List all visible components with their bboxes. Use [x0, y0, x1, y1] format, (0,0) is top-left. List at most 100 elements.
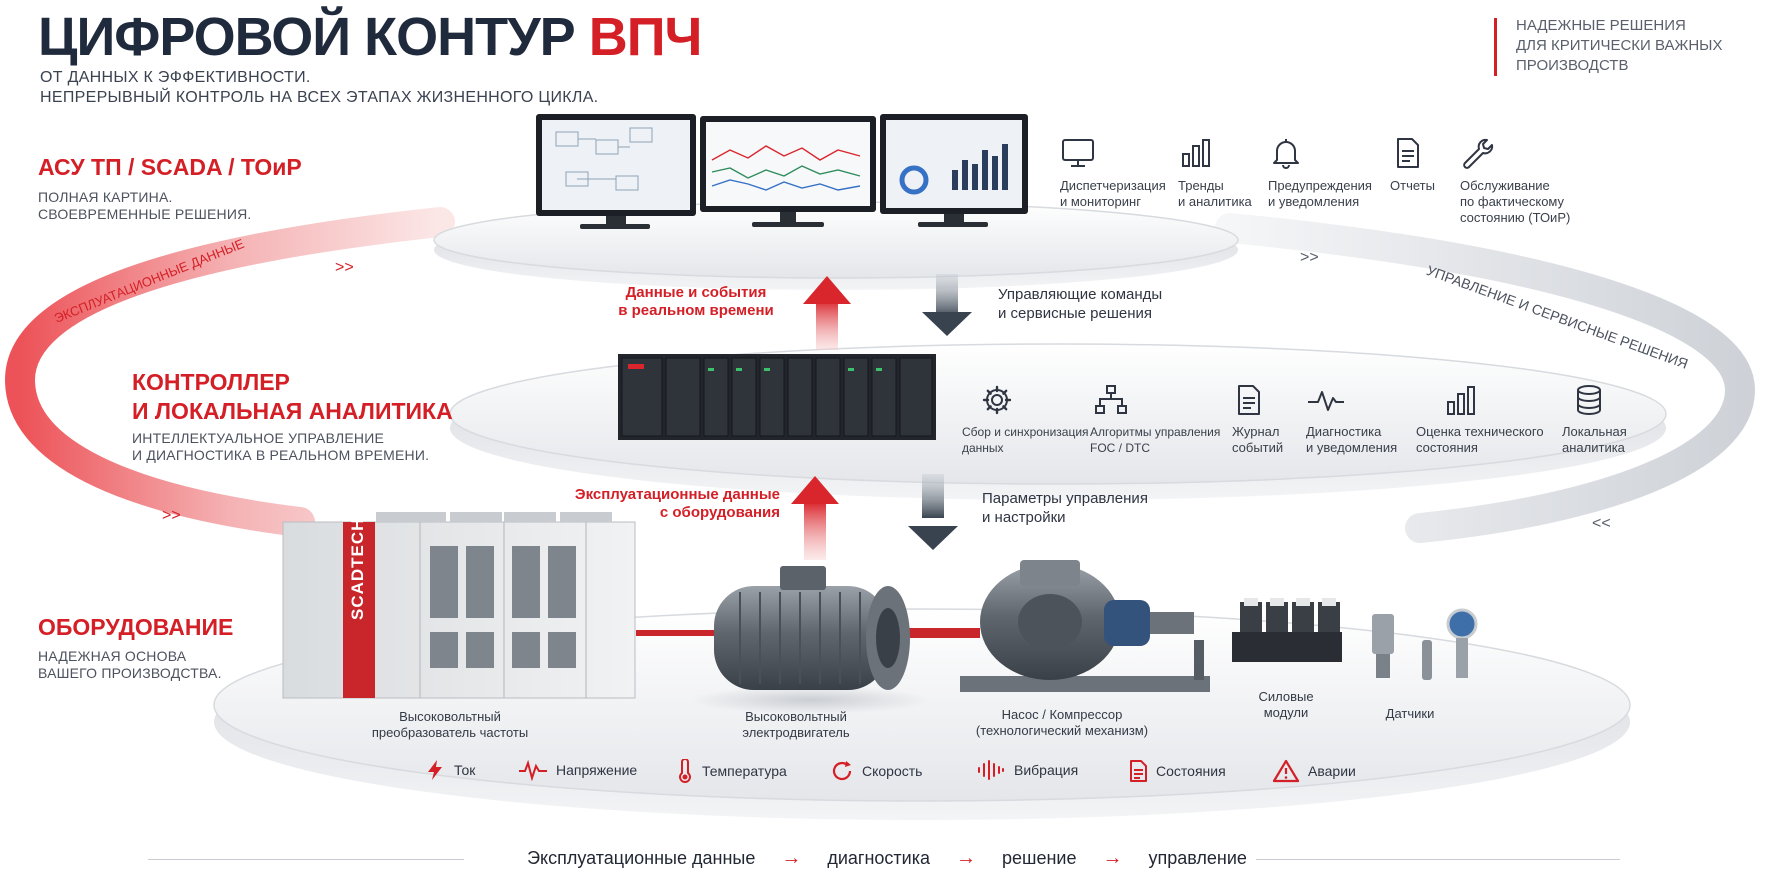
equipment-label-power-modules: Силовые модули: [1258, 689, 1314, 720]
controller-feature-label: Оценка технического состояния: [1416, 424, 1544, 455]
scada-feature-reports: Отчеты: [1390, 136, 1435, 194]
signal-label: Аварии: [1308, 763, 1356, 779]
scada-feature-label: Обслуживание по фактическому состоянию (…: [1460, 178, 1571, 225]
signal-label: Вибрация: [1014, 762, 1079, 778]
controller-feature-label: Локальная аналитика: [1562, 424, 1627, 455]
controller-feature-local-analytics: Локальная аналитика: [1562, 384, 1627, 456]
controller-feature-condition: Оценка технического состояния: [1416, 384, 1544, 456]
signal-temperature: Температура: [676, 759, 787, 783]
value-chain: Эксплуатационные данные → диагностика → …: [0, 847, 1774, 870]
database-icon: [1577, 385, 1601, 415]
ring-chevrons: >>: [1300, 249, 1319, 266]
coupling-shaft: [900, 628, 980, 638]
signal-label: Ток: [454, 762, 476, 778]
page-title: ЦИФРОВОЙ КОНТУР ВПЧ: [38, 7, 702, 67]
up-arrow-top: [803, 276, 851, 350]
chain-step-data: Эксплуатационные данные: [527, 848, 756, 868]
vibration-icon: [978, 760, 1004, 780]
down-arrow-top: [922, 274, 972, 336]
chain-arrow-icon: →: [1102, 847, 1123, 869]
monitor-icon: [1062, 139, 1094, 167]
level-title-controller: КОНТРОЛЛЕР И ЛОКАЛЬНАЯ АНАЛИТИКА: [132, 369, 453, 424]
chain-arrow-icon: →: [956, 847, 977, 869]
bell-icon: [1273, 139, 1299, 169]
warning-icon: [1272, 759, 1300, 783]
scada-feature-monitoring: Диспетчеризация и мониторинг: [1060, 136, 1166, 210]
pulse-icon: [1308, 391, 1344, 411]
ring-chevrons: >>: [162, 507, 181, 524]
signal-voltage: Напряжение: [518, 759, 637, 781]
power-cable: [636, 630, 716, 636]
signal-label: Скорость: [862, 763, 923, 779]
scada-monitors: [536, 114, 1028, 229]
ring-chevrons: <<: [1592, 515, 1611, 532]
thermometer-icon: [679, 759, 691, 783]
equipment-label-sensors: Датчики: [1385, 706, 1435, 721]
controller-feature-label: Алгоритмы управления FOC / DTC: [1090, 425, 1221, 455]
chain-divider-right: [1256, 859, 1620, 860]
flow-label-equipment-data: Эксплуатационные данные с оборудования: [574, 486, 780, 521]
ring-chevrons: >>: [335, 259, 354, 276]
controller-rack: [618, 354, 936, 440]
flow-label-control-commands: Управляющие команды и сервисные решения: [998, 286, 1163, 322]
hierarchy-icon: [1095, 385, 1127, 414]
cabinet-brand-logo: SCADTECH: [348, 517, 367, 620]
bar-chart-icon: [1447, 386, 1475, 415]
bolt-icon: [428, 760, 442, 780]
equipment-label-vfd: Высоковольтный преобразователь частоты: [371, 709, 529, 740]
controller-feature-event-log: Журнал событий: [1232, 384, 1283, 456]
pump-compressor: [960, 560, 1210, 692]
level-title-scada: АСУ ТП / SCADA / ТОиР: [38, 154, 302, 180]
left-ring: [4, 207, 455, 537]
signal-alarms: Аварии: [1272, 759, 1356, 783]
controller-feature-label: Журнал событий: [1232, 424, 1284, 455]
power-modules: [1232, 598, 1342, 662]
tagline-accent-bar: [1494, 18, 1497, 76]
controller-feature-algorithms: Алгоритмы управления FOC / DTC: [1090, 384, 1220, 456]
chain-divider-left: [148, 859, 464, 860]
level-desc-equipment: Надежная основа вашего производства.: [38, 648, 222, 681]
flow-label-control-params: Параметры управления и настройки: [982, 490, 1148, 526]
scada-feature-alerts: Предупреждения и уведомления: [1268, 136, 1372, 210]
report-icon: [1397, 138, 1419, 168]
signal-vibration: Вибрация: [976, 759, 1078, 781]
equipment-label-pump: Насос / Компрессор (технологический меха…: [975, 707, 1149, 738]
signal-label: Состояния: [1156, 763, 1226, 779]
scada-feature-maintenance: Обслуживание по фактическому состоянию (…: [1460, 136, 1570, 226]
vfd-cabinet: [282, 512, 636, 699]
controller-feature-label: Сбор и синхронизация данных: [962, 425, 1089, 455]
flow-label-realtime-data: Данные и события в реальном времени: [618, 284, 774, 319]
controller-feature-label: Диагностика и уведомления: [1306, 424, 1398, 455]
level-desc-controller: Интеллектуальное управление и диагностик…: [132, 430, 430, 463]
sensors: [1372, 608, 1478, 680]
controller-feature-diagnostics: Диагностика и уведомления: [1306, 384, 1397, 456]
voltage-wave-icon: [519, 759, 547, 781]
controller-feature-data-sync: Сбор и синхронизация данных: [962, 384, 1089, 456]
gear-icon: [982, 385, 1012, 415]
signal-speed: Скорость: [830, 759, 922, 783]
log-icon: [1238, 385, 1260, 415]
up-arrow-bottom: [791, 476, 839, 560]
subtitle-line-1: От данных к эффективности.: [40, 69, 311, 86]
signal-label: Температура: [702, 763, 787, 779]
chain-step-control: управление: [1148, 848, 1247, 868]
document-icon: [1130, 760, 1147, 782]
scada-feature-label: Тренды и аналитика: [1178, 178, 1252, 209]
right-ring: [1215, 213, 1756, 543]
hv-motor: [690, 566, 930, 714]
level-title-equipment: ОБОРУДОВАНИЕ: [38, 614, 234, 640]
scada-feature-trends: Тренды и аналитика: [1178, 136, 1252, 210]
signal-current: Ток: [424, 759, 475, 781]
level-desc-scada: Полная картина. Своевременные решения.: [38, 189, 252, 222]
tagline: Надежные решения для критически важных п…: [1516, 17, 1723, 74]
chain-step-decision: решение: [1002, 848, 1077, 868]
bar-chart-icon: [1182, 139, 1210, 167]
chain-arrow-icon: →: [781, 847, 802, 869]
scada-feature-label: Предупреждения и уведомления: [1268, 178, 1372, 209]
page-subtitle: От данных к эффективности. Непрерывный к…: [40, 68, 598, 108]
down-arrow-bottom: [908, 474, 958, 550]
speed-icon: [832, 761, 852, 781]
signal-label: Напряжение: [556, 762, 638, 778]
signal-states: Состояния: [1128, 759, 1226, 783]
